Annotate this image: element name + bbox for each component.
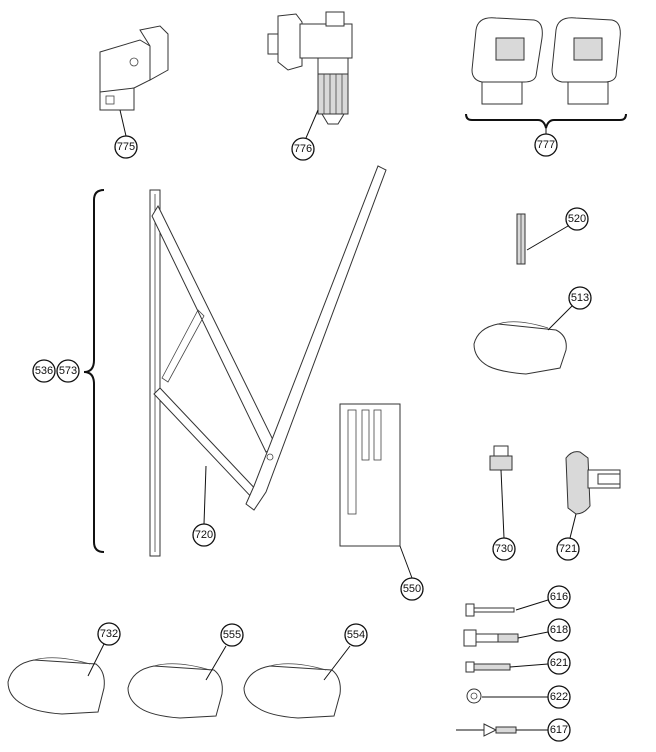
part-513-bag xyxy=(473,321,567,375)
part-554-bag xyxy=(243,663,341,719)
svg-text:720: 720 xyxy=(195,529,213,541)
callout-618: 618 xyxy=(547,618,571,642)
svg-text:777: 777 xyxy=(537,139,555,151)
part-617-anchor xyxy=(456,723,517,737)
svg-text:732: 732 xyxy=(100,628,118,640)
svg-text:554: 554 xyxy=(347,629,365,641)
brace-arm-assembly xyxy=(83,189,105,553)
part-621-screw xyxy=(465,661,511,673)
svg-text:721: 721 xyxy=(559,543,577,555)
svg-text:775: 775 xyxy=(117,141,135,153)
callout-573: 573 xyxy=(56,359,80,383)
part-777-end-caps xyxy=(471,17,621,105)
svg-text:621: 621 xyxy=(550,657,568,669)
callout-617: 617 xyxy=(547,718,571,742)
svg-text:536: 536 xyxy=(35,365,53,377)
part-520-strip xyxy=(516,213,526,265)
callout-775: 775 xyxy=(114,135,138,159)
svg-text:730: 730 xyxy=(495,543,513,555)
svg-text:513: 513 xyxy=(571,292,589,304)
svg-text:776: 776 xyxy=(294,143,312,155)
callout-550: 550 xyxy=(400,577,424,601)
part-550-sheet xyxy=(339,403,401,547)
part-622-ring xyxy=(466,688,482,704)
callout-555: 555 xyxy=(220,623,244,647)
callout-616: 616 xyxy=(547,585,571,609)
svg-text:617: 617 xyxy=(550,724,568,736)
part-616-screw xyxy=(465,603,515,617)
callout-730: 730 xyxy=(492,537,516,561)
part-720-arm xyxy=(149,165,387,557)
callout-621: 621 xyxy=(547,651,571,675)
svg-text:555: 555 xyxy=(223,629,241,641)
svg-text:616: 616 xyxy=(550,591,568,603)
brace-777 xyxy=(465,113,627,129)
part-732-bag xyxy=(7,657,105,715)
part-618-bolt xyxy=(463,629,519,647)
callout-732: 732 xyxy=(97,622,121,646)
callout-777: 777 xyxy=(534,133,558,157)
part-776-motor xyxy=(267,11,353,125)
svg-text:550: 550 xyxy=(403,583,421,595)
svg-text:573: 573 xyxy=(59,365,77,377)
part-721-handle xyxy=(565,451,621,515)
callout-554: 554 xyxy=(344,623,368,647)
part-730-knob xyxy=(489,445,513,471)
callout-776: 776 xyxy=(291,137,315,161)
callout-720: 720 xyxy=(192,523,216,547)
callout-721: 721 xyxy=(556,537,580,561)
callout-622: 622 xyxy=(547,685,571,709)
svg-text:622: 622 xyxy=(550,691,568,703)
callout-536: 536 xyxy=(32,359,56,383)
part-775-bracket xyxy=(99,25,169,111)
callout-513: 513 xyxy=(568,286,592,310)
callout-520: 520 xyxy=(565,207,589,231)
part-555-bag xyxy=(127,663,223,719)
svg-text:618: 618 xyxy=(550,624,568,636)
svg-text:520: 520 xyxy=(568,213,586,225)
